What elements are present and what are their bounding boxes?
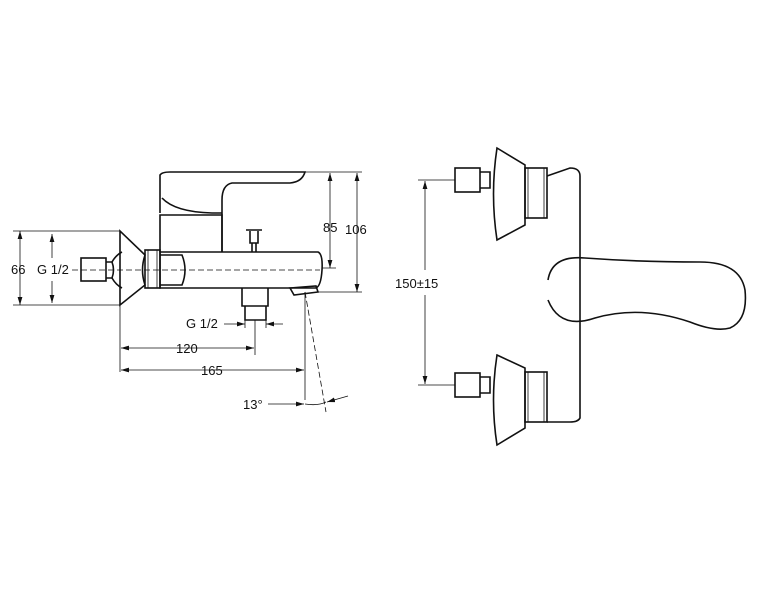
dim-spout-distance-label: 165 <box>201 363 223 378</box>
upper-inlet <box>454 146 548 242</box>
dim-flange-height-label: 66 <box>11 262 25 277</box>
dim-total-height-label: 106 <box>345 222 367 237</box>
dim-outlet-thread-label: G 1/2 <box>186 316 218 331</box>
side-view: 66 G 1/2 85 106 G 1/2 120 165 13° <box>11 171 367 413</box>
dim-spout-angle-label: 13° <box>243 397 263 412</box>
dim-inlet-spacing-label: 150±15 <box>395 276 438 291</box>
inlet-spacing-dimension <box>418 179 455 386</box>
dim-lever-height-label: 85 <box>323 220 337 235</box>
lower-inlet <box>454 353 548 447</box>
faucet-side-outline <box>80 171 323 321</box>
front-view: 150±15 <box>395 146 747 447</box>
dimension-lines <box>13 171 362 413</box>
dim-outlet-distance-label: 120 <box>176 341 198 356</box>
dim-inlet-thread-label: G 1/2 <box>37 262 69 277</box>
faucet-front-outline <box>454 146 747 447</box>
